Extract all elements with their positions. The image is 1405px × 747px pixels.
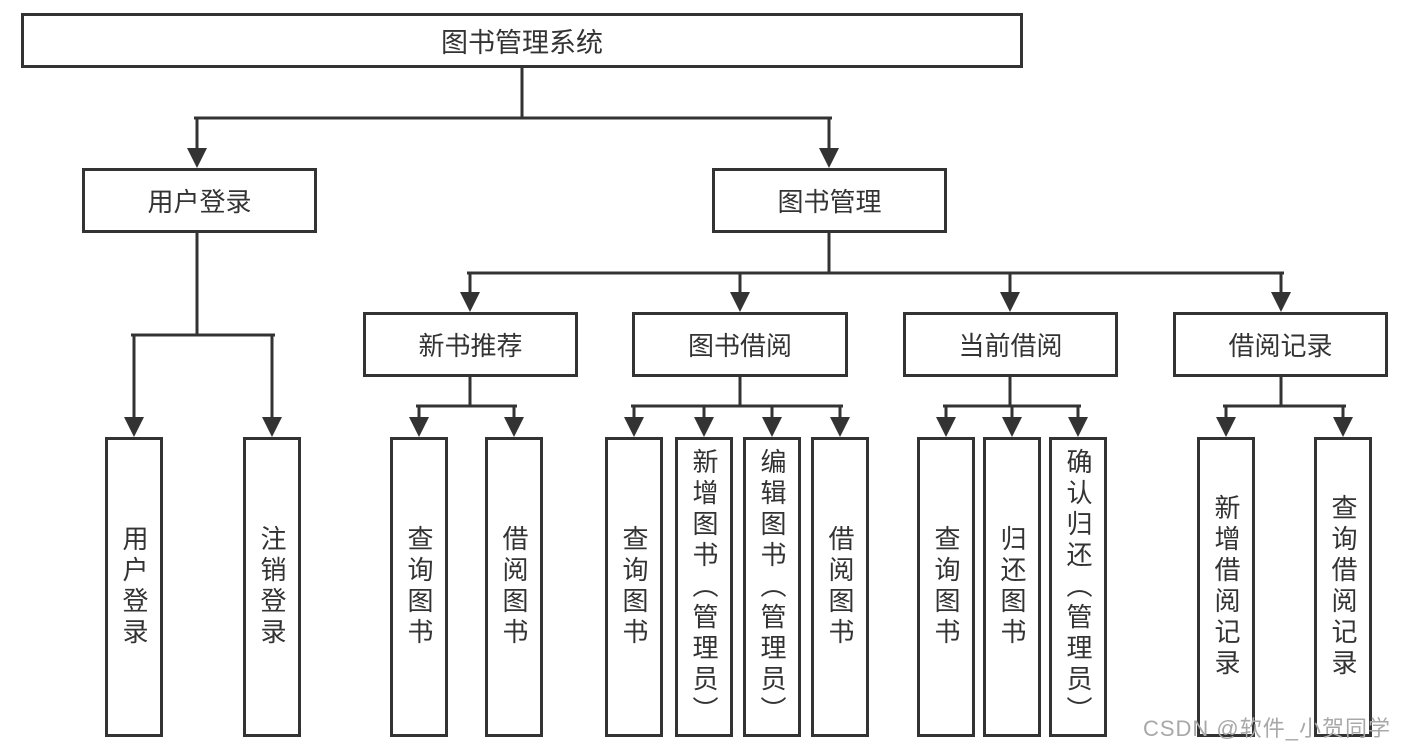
node-bb-query-books: 查询图书 [605,437,663,737]
node-current-borrow: 当前借阅 [903,312,1118,377]
node-label: 新书推荐 [418,331,523,361]
edge-new-book-to-children [409,375,524,437]
node-label: 查询图书 [931,525,961,649]
node-label: 查询图书 [404,525,434,649]
node-label: 查询借阅记录 [1328,494,1358,680]
node-label: 确认归还（管理员） [1063,447,1093,727]
node-label: 图书管理系统 [441,28,603,58]
node-nb-query-books: 查询图书 [390,437,448,737]
edge-borrow-records-to-children [1216,375,1353,437]
node-label: 新增图书（管理员） [689,447,719,727]
node-book-borrow: 图书借阅 [632,312,848,377]
node-new-book-recommend: 新书推荐 [363,312,578,377]
node-library-system: 图书管理系统 [21,13,1023,68]
edge-book-management-to-level3 [460,231,1291,312]
node-label: 查询图书 [619,525,649,649]
node-bb-borrow-books: 借阅图书 [811,437,869,737]
node-label: 借阅记录 [1228,331,1333,361]
node-label: 当前借阅 [958,331,1063,361]
node-label: 用户登录 [147,187,252,217]
node-label: 注销登录 [257,525,287,649]
node-label: 编辑图书（管理员） [757,447,787,727]
node-bb-edit-book-admin: 编辑图书（管理员） [743,437,801,737]
edge-book-borrow-to-children [624,375,850,437]
node-label: 用户登录 [119,525,149,649]
node-label: 图书管理 [777,187,882,217]
node-label: 归还图书 [997,525,1027,649]
node-cb-confirm-return-admin: 确认归还（管理员） [1049,437,1107,737]
node-nb-borrow-books: 借阅图书 [485,437,543,737]
node-cb-query-books: 查询图书 [917,437,975,737]
node-user-login: 用户登录 [82,168,317,233]
node-label: 借阅图书 [825,525,855,649]
node-label: 图书借阅 [687,331,792,361]
node-br-add-record: 新增借阅记录 [1197,437,1255,737]
watermark: CSDN @软件_小贺同学 [1142,716,1391,741]
node-book-management: 图书管理 [712,168,947,233]
node-bb-add-book-admin: 新增图书（管理员） [675,437,733,737]
edge-current-borrow-to-children [936,375,1088,437]
node-borrow-records: 借阅记录 [1173,312,1388,377]
node-logout: 注销登录 [243,437,301,737]
node-user-login-leaf: 用户登录 [105,437,163,737]
node-br-query-record: 查询借阅记录 [1314,437,1372,737]
edge-user-login-to-children [124,231,282,437]
node-label: 新增借阅记录 [1211,494,1241,680]
node-label: 借阅图书 [499,525,529,649]
node-cb-return-book: 归还图书 [983,437,1041,737]
edge-root-to-level2 [187,66,839,168]
